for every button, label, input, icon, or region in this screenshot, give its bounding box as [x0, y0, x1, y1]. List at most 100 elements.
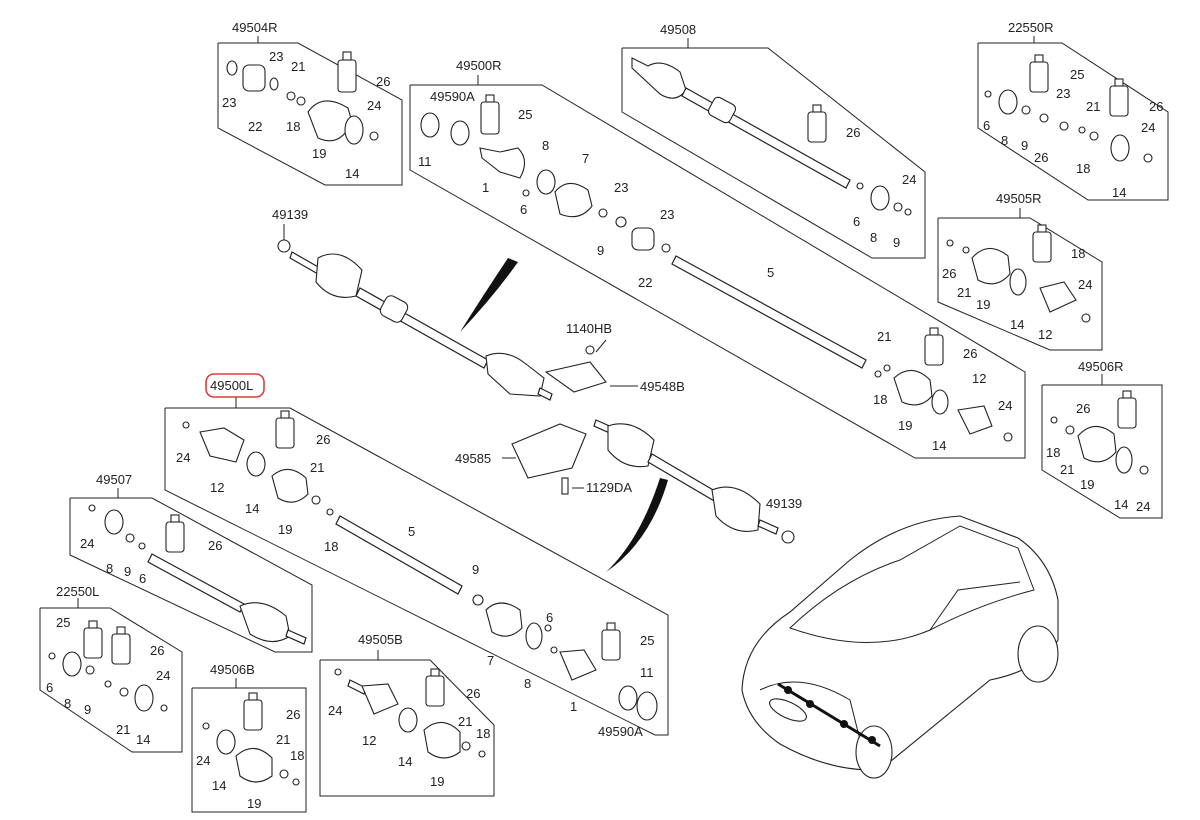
part-label: 8: [106, 561, 113, 576]
part-label: 6: [546, 610, 553, 625]
assembly-label-49548B: 49548B: [640, 379, 685, 394]
part-label: 6: [983, 118, 990, 133]
part-label: 21: [310, 460, 324, 475]
part-label: 12: [210, 480, 224, 495]
group-49506R: 49506R 26 18 21 19 14 24: [1041, 359, 1163, 519]
part-label: 19: [1080, 477, 1094, 492]
heat-shield-bracket: 49585 1129DA: [455, 423, 632, 495]
part-label: 8: [1001, 133, 1008, 148]
boot-kit-49505R: [946, 224, 1091, 323]
group-49508: 49508 26 6 8 9 24: [621, 22, 926, 259]
part-label: 24: [156, 668, 170, 683]
pointer-wedge-upper: [460, 258, 518, 332]
part-label: 24: [80, 536, 94, 551]
part-label: 23: [222, 95, 236, 110]
part-label: 24: [1078, 277, 1092, 292]
car-illustration: [741, 515, 1059, 779]
upper-main-driveshaft: 49139: [272, 207, 553, 401]
part-label: 23: [660, 207, 674, 222]
part-label: 19: [898, 418, 912, 433]
part-label: 26: [942, 266, 956, 281]
part-label: 25: [640, 633, 654, 648]
part-label: 9: [124, 564, 131, 579]
assembly-label-49500L[interactable]: 49500L: [210, 378, 253, 393]
part-label: 6: [46, 680, 53, 695]
part-label: 12: [972, 371, 986, 386]
cv-boot-kit-parts: [226, 51, 379, 145]
part-label: 24: [1136, 499, 1150, 514]
part-label: 24: [367, 98, 381, 113]
part-label: 9: [84, 702, 91, 717]
part-label: 26: [208, 538, 222, 553]
assembly-label-49500R: 49500R: [456, 58, 502, 73]
part-label: 26: [150, 643, 164, 658]
part-label: 18: [476, 726, 490, 741]
part-label: 9: [893, 235, 900, 250]
part-label: 14: [345, 166, 359, 181]
assembly-label-49508: 49508: [660, 22, 696, 37]
part-label: 14: [932, 438, 946, 453]
part-label: 7: [582, 151, 589, 166]
part-label: 12: [362, 733, 376, 748]
part-label: 24: [176, 450, 190, 465]
highlight-49500L: [205, 373, 265, 398]
group-49500L: 49500L 24 26 12 14 21 19 18: [164, 373, 669, 739]
group-22550L: 22550L 25 26 6 8 9 21 24 14: [39, 584, 183, 753]
part-label: 26: [376, 74, 390, 89]
part-label: 49590A: [598, 724, 643, 739]
assembly-label-49585: 49585: [455, 451, 491, 466]
lower-main-driveshaft: 49139: [593, 419, 802, 544]
part-label: 8: [542, 138, 549, 153]
group-49505B: 49505B 26 24 12 14 21 18 19: [319, 632, 495, 797]
part-label: 21: [1060, 462, 1074, 477]
part-label: 24: [902, 172, 916, 187]
part-label: 18: [1076, 161, 1090, 176]
part-label: 1: [570, 699, 577, 714]
part-label: 19: [430, 774, 444, 789]
part-label: 26: [1076, 401, 1090, 416]
part-label: 23: [269, 49, 283, 64]
part-label: 26: [963, 346, 977, 361]
part-label: 26: [1034, 150, 1048, 165]
assembly-label-1129DA: 1129DA: [586, 480, 632, 495]
part-label: 6: [853, 214, 860, 229]
part-label: 24: [1141, 120, 1155, 135]
group-22550R: 22550R 25 26 6 8 9 23 21 18 26 24 14: [977, 20, 1169, 201]
group-49505R: 49505R 18 26 21 19 14 24 12: [937, 191, 1103, 351]
part-label: 26: [316, 432, 330, 447]
part-label: 25: [1070, 67, 1084, 82]
part-label: 9: [597, 243, 604, 258]
part-label: 26: [466, 686, 480, 701]
part-label: 18: [1046, 445, 1060, 460]
part-label: 6: [520, 202, 527, 217]
part-label: 14: [1114, 497, 1128, 512]
part-label: 7: [487, 653, 494, 668]
part-label: 18: [1071, 246, 1085, 261]
part-label: 19: [278, 522, 292, 537]
part-label: 8: [524, 676, 531, 691]
part-label: 22: [638, 275, 652, 290]
boot-kit-22550R: [984, 54, 1153, 163]
group-49507: 49507 24 26 8 9 6: [69, 472, 313, 653]
boot-kit-49505B: [334, 668, 486, 759]
boot-kit-22550L: [48, 620, 168, 712]
part-label: 21: [957, 285, 971, 300]
part-label: 12: [1038, 327, 1052, 342]
part-label: 14: [1112, 185, 1126, 200]
part-label: 21: [116, 722, 130, 737]
left-driveshaft-parts: [182, 410, 658, 721]
assembly-label-49504R: 49504R: [232, 20, 278, 35]
part-label: 11: [640, 665, 654, 680]
shaft-assembly-49507: [88, 504, 307, 645]
group-49504R: 49504R 23 23 22 21 18 26 19 24 14: [217, 20, 403, 186]
part-label: 21: [291, 59, 305, 74]
part-label: 21: [458, 714, 472, 729]
part-label: 24: [328, 703, 342, 718]
part-label: 49590A: [430, 89, 475, 104]
part-label: 25: [56, 615, 70, 630]
assembly-label-49139-bottom: 49139: [766, 496, 802, 511]
part-label: 14: [245, 501, 259, 516]
part-label: 8: [870, 230, 877, 245]
pointer-wedge-lower: [606, 478, 668, 572]
